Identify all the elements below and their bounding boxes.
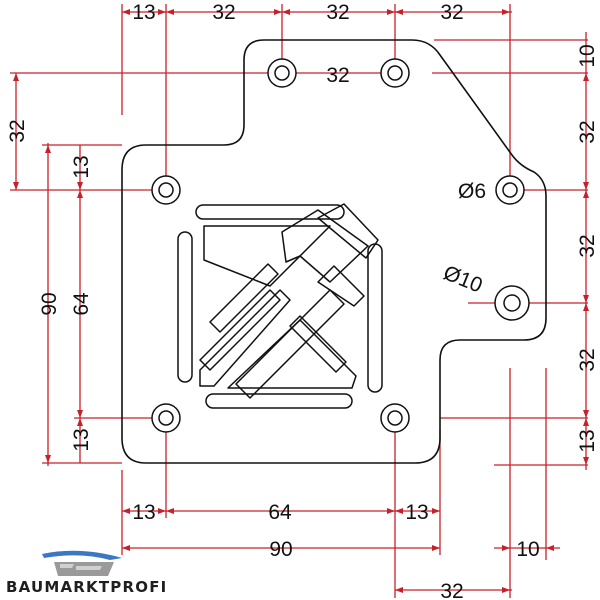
dim-top-inner-32: 32 — [326, 64, 349, 87]
hole-mid-left — [151, 175, 181, 205]
hole-top-left — [267, 58, 297, 88]
hole-bottom-right — [380, 403, 410, 433]
brand-logo-icon — [42, 550, 122, 576]
embossed-emblem — [177, 203, 383, 409]
dim-bottom-90: 90 — [269, 538, 292, 561]
dim-top-32-b: 32 — [326, 1, 349, 24]
dim-left-13-top: 13 — [70, 155, 93, 178]
hole-top-right — [380, 58, 410, 88]
hole-bottom-left — [151, 403, 181, 433]
dim-right-32-a: 32 — [576, 120, 599, 143]
dim-top-32-c: 32 — [440, 1, 463, 24]
dim-right-13: 13 — [576, 429, 599, 452]
dim-right-32-c: 32 — [576, 348, 599, 371]
plate-outline — [121, 39, 547, 464]
dim-bottom-13-right: 13 — [405, 501, 428, 524]
dim-top-32-a: 32 — [212, 1, 235, 24]
dim-top-13: 13 — [132, 1, 155, 24]
dim-bottom-10: 10 — [516, 538, 539, 561]
dim-left-13-bottom: 13 — [70, 428, 93, 451]
mounting-holes — [151, 58, 530, 433]
dim-left-90: 90 — [38, 292, 61, 315]
dim-bottom-32: 32 — [440, 580, 463, 600]
dim-bottom-13-left: 13 — [132, 501, 155, 524]
hole-label-10: Ø10 — [440, 261, 485, 297]
dim-right-10: 10 — [576, 44, 599, 67]
hole-mid-right — [495, 175, 525, 205]
dim-left-32: 32 — [6, 119, 29, 142]
hole-label-6: Ø6 — [458, 180, 486, 203]
dim-left-64: 64 — [70, 292, 93, 316]
brand-wordmark: BAUMARKTPROFI — [6, 578, 168, 596]
dimension-arrows — [13, 9, 589, 593]
hole-large-right — [494, 285, 530, 321]
dim-right-32-b: 32 — [576, 234, 599, 257]
dim-bottom-64: 64 — [268, 501, 292, 524]
